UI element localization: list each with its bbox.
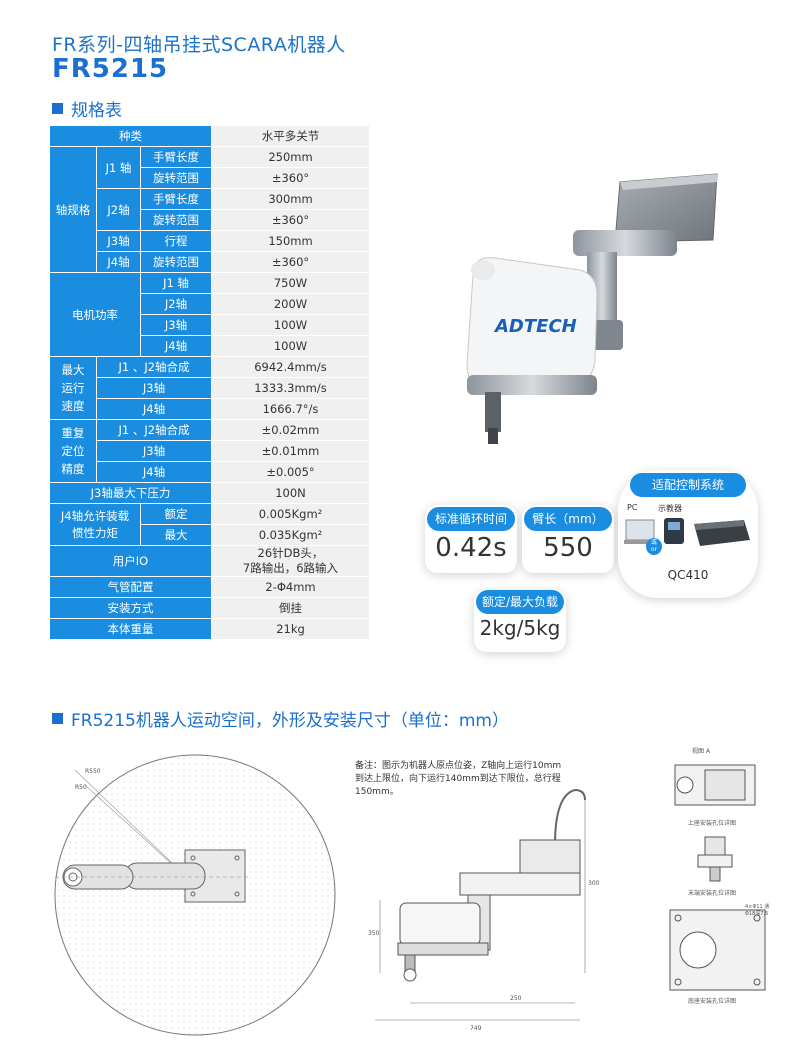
mp-j2-label: J2轴	[140, 293, 212, 315]
load-label: 额定/最大负载	[476, 590, 564, 614]
mp-j4-label: J4轴	[140, 335, 212, 357]
j4-label: J4轴	[96, 251, 141, 273]
motor-power-label: 电机功率	[49, 272, 141, 357]
top-install-label: 上座安装孔位详图	[688, 819, 736, 827]
install-label: 安装方式	[49, 597, 212, 619]
mp-j3: 100W	[211, 314, 370, 336]
dim-350-label: 350	[368, 930, 380, 937]
speed-j3-label: J3轴	[96, 377, 212, 399]
robot-brand-logo: ADTECH	[493, 316, 577, 337]
subtitle: FR系列-四轴吊挂式SCARA机器人	[52, 34, 346, 56]
arm-length-label: 手臂长度	[140, 188, 212, 210]
model-title: FR5215	[52, 54, 169, 84]
workspace-drawing: R550 R50	[54, 754, 336, 1036]
speed-j3: 1333.3mm/s	[211, 377, 370, 399]
mp-j1-label: J1 轴	[140, 272, 212, 294]
rep-j12-label: J1 、J2轴合成	[96, 419, 212, 441]
cycle-time-label: 标准循环时间	[427, 507, 515, 531]
view-a-label: 视图 A	[692, 747, 711, 755]
j4-inertia-max: 0.035Kgm²	[211, 524, 370, 546]
side-view-drawing: 350 300 250 749	[368, 788, 600, 1032]
j2-rotation: ±360°	[211, 209, 370, 231]
mp-j1: 750W	[211, 272, 370, 294]
stroke-label: 行程	[140, 230, 212, 252]
hole-label: 4×Φ11 通	[745, 903, 769, 910]
j3-force-label: J3轴最大下压力	[49, 482, 212, 504]
drawing-section-heading: FR5215机器人运动空间，外形及安装尺寸（单位：mm）	[52, 706, 509, 731]
arm-length-label: 臂长（mm）	[524, 507, 612, 531]
flange-label: 末端安装孔位详图	[688, 889, 736, 897]
j4-rotation: ±360°	[211, 251, 370, 273]
arm-length-label: 手臂长度	[140, 146, 212, 168]
rotation-range-label: 旋转范围	[140, 209, 212, 231]
spec-section-heading: 规格表	[52, 96, 122, 121]
controller-image	[624, 518, 750, 546]
speed-j4: 1666.7°/s	[211, 398, 370, 420]
j4-inertia-rated: 0.005Kgm²	[211, 503, 370, 525]
base-install-label: 底座安装孔位详图	[688, 997, 736, 1005]
rated-label: 额定	[140, 503, 212, 525]
j1-rotation: ±360°	[211, 167, 370, 189]
air-label: 气管配置	[49, 576, 212, 598]
dim-749-label: 749	[470, 1025, 482, 1032]
r50-label: R50	[75, 784, 87, 791]
rep-j3: ±0.01mm	[211, 440, 370, 462]
j4-inertia-label: J4轴允许装载 惯性力矩	[49, 503, 141, 546]
controller-or-badge: 或 or	[646, 538, 662, 555]
j3-force: 100N	[211, 482, 370, 504]
mp-j2: 200W	[211, 293, 370, 315]
air: 2-Φ4mm	[211, 576, 370, 598]
spec-section-title: 规格表	[71, 101, 122, 121]
robot-image: ADTECH	[466, 173, 718, 444]
rep-j4-label: J4轴	[96, 461, 212, 483]
weight-label: 本体重量	[49, 618, 212, 640]
drawing-note: 备注：图示为机器人原点位姿，Z轴向上运行10mm到达上限位，向下运行140mm到…	[355, 761, 562, 797]
spec-table: 种类 水平多关节 轴规格 J1 轴 手臂长度 250mm 旋转范围 ±360° …	[49, 125, 370, 640]
arm-length-value: 550	[543, 533, 593, 563]
rotation-range-label: 旋转范围	[140, 251, 212, 273]
detail-views-drawing: 视图 A 上座安装孔位详图 末端安装孔位详图 4×Φ11 通 Φ18深7.5 底…	[669, 747, 769, 1005]
type-label: 种类	[49, 125, 212, 147]
square-bullet-icon	[52, 103, 63, 114]
max-label: 最大	[140, 524, 212, 546]
controller-pc-label: PC	[627, 503, 638, 512]
speed-j12: 6942.4mm/s	[211, 356, 370, 378]
weight: 21kg	[211, 618, 370, 640]
rep-j12: ±0.02mm	[211, 419, 370, 441]
j2-label: J2轴	[96, 188, 141, 231]
r550-label: R550	[85, 768, 101, 775]
rep-j4: ±0.005°	[211, 461, 370, 483]
j1-arm-length: 250mm	[211, 146, 370, 168]
drawing-section-title: FR5215机器人运动空间，外形及安装尺寸（单位：mm）	[71, 711, 509, 731]
dim-250-label: 250	[510, 995, 522, 1002]
repeat-label: 重复 定位 精度	[49, 419, 97, 483]
speed-j4-label: J4轴	[96, 398, 212, 420]
j3-stroke: 150mm	[211, 230, 370, 252]
user-io: 26针DB头， 7路输出，6路输入	[211, 545, 370, 577]
controller-label: 适配控制系统	[630, 473, 746, 497]
user-io-label: 用户IO	[49, 545, 212, 577]
speed-j12-label: J1 、J2轴合成	[96, 356, 212, 378]
square-bullet-icon	[52, 713, 63, 724]
mp-j3-label: J3轴	[140, 314, 212, 336]
controller-pendant-label: 示教器	[658, 504, 682, 513]
hole-sub-label: Φ18深7.5	[745, 910, 768, 917]
j2-arm-length: 300mm	[211, 188, 370, 210]
rep-j3-label: J3轴	[96, 440, 212, 462]
controller-model: QC410	[667, 568, 709, 582]
max-speed-label: 最大 运行 速度	[49, 356, 97, 420]
j3-label: J3轴	[96, 230, 141, 252]
mp-j4: 100W	[211, 335, 370, 357]
dim-300-label: 300	[588, 880, 600, 887]
axis-spec-label: 轴规格	[49, 146, 97, 273]
load-value: 2kg/5kg	[479, 616, 561, 640]
type-value: 水平多关节	[211, 125, 370, 147]
install: 倒挂	[211, 597, 370, 619]
rotation-range-label: 旋转范围	[140, 167, 212, 189]
j1-label: J1 轴	[96, 146, 141, 189]
cycle-time-value: 0.42s	[435, 533, 507, 563]
